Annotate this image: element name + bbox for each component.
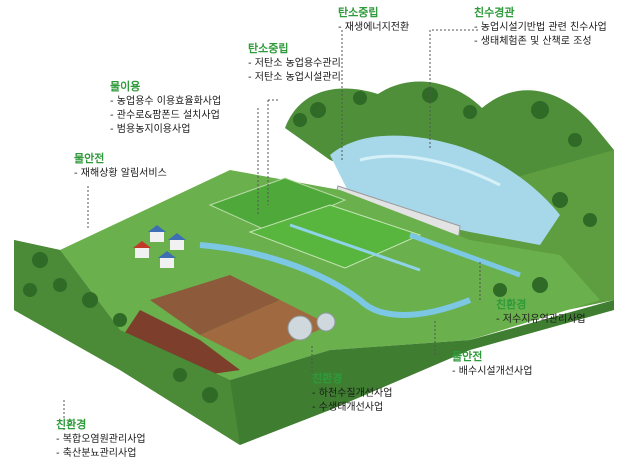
project-item: 하천수질개선사업 xyxy=(312,387,393,401)
project-item: 범용농지이용사업 xyxy=(110,123,221,137)
project-item: 농업용수 이용효율화사업 xyxy=(110,95,221,109)
callout-water-friendly-landscape: 친수경관 농업시설기반법 관련 친수사업 생태체험존 및 산책로 조성 xyxy=(474,6,607,49)
callout-eco-river-quality: 친환경 하천수질개선사업 수생태개선사업 xyxy=(312,372,392,415)
category-label: 친환경 xyxy=(56,418,87,431)
leader-lines xyxy=(63,29,481,430)
project-item: 농업시설기반법 관련 친수사업 xyxy=(474,21,607,35)
water-treatment-tank xyxy=(287,315,313,341)
trees xyxy=(23,87,597,403)
project-item: 재생에너지전환 xyxy=(338,21,409,35)
category-label: 물안전 xyxy=(74,152,105,165)
callout-eco-pollution-livestock: 친환경 복합오염원관리사업 축산분뇨관리사업 xyxy=(56,418,146,461)
callout-eco-reservoir-basin: 친환경 저수지유역관리사업 xyxy=(496,298,586,327)
project-item: 저탄소 농업시설관리 xyxy=(248,71,341,85)
project-item: 관수로&팜폰드 설치사업 xyxy=(110,109,221,123)
paddy-fields xyxy=(208,177,347,233)
category-label: 물안전 xyxy=(452,350,483,363)
callout-water-use: 물이용 농업용수 이용효율화사업 관수로&팜폰드 설치사업 범용농지이용사업 xyxy=(110,80,221,137)
project-item: 배수시설개선사업 xyxy=(452,365,533,379)
project-item: 저탄소 농업용수관리 xyxy=(248,57,341,71)
project-item: 복합오염원관리사업 xyxy=(56,433,146,447)
irrigation-canal xyxy=(199,242,472,318)
project-item: 재해상황 알림서비스 xyxy=(74,167,167,181)
callout-water-safety-drainage: 물안전 배수시설개선사업 xyxy=(452,350,532,379)
callout-water-safety-alert: 물안전 재해상황 알림서비스 xyxy=(74,152,167,181)
category-label: 친환경 xyxy=(312,372,343,385)
category-label: 탄소중립 xyxy=(248,42,289,55)
village-houses xyxy=(133,225,186,268)
terrain xyxy=(14,81,614,445)
category-label: 친환경 xyxy=(496,298,527,311)
callout-carbon-renewable: 탄소중립 재생에너지전환 xyxy=(338,6,409,35)
category-label: 친수경관 xyxy=(474,6,515,19)
project-item: 축산분뇨관리사업 xyxy=(56,447,146,461)
category-label: 탄소중립 xyxy=(338,6,379,19)
category-label: 물이용 xyxy=(110,80,141,93)
project-item: 수생태개선사업 xyxy=(312,401,392,415)
project-item: 저수지유역관리사업 xyxy=(496,313,586,327)
crop-fields xyxy=(150,275,280,335)
project-item: 생태체험존 및 산책로 조성 xyxy=(474,35,607,49)
reservoir xyxy=(330,135,560,245)
callout-carbon-low-carbon: 탄소중립 저탄소 농업용수관리 저탄소 농업시설관리 xyxy=(248,42,341,85)
